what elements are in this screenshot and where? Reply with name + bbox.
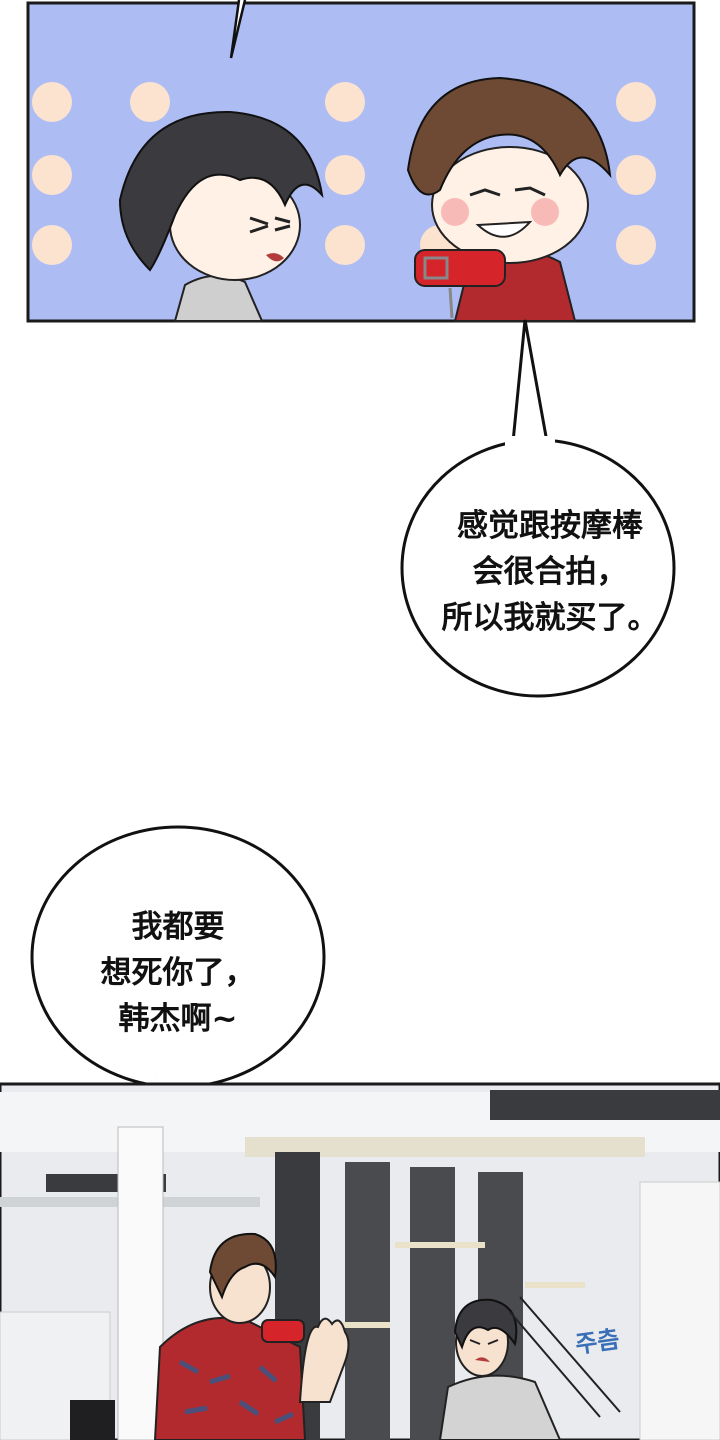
speech-bubble-1-text: 感觉跟按摩棒 会很合拍， 所以我就买了。 <box>441 508 659 636</box>
room-background <box>0 1090 720 1440</box>
left-character-chibi <box>118 110 324 322</box>
speech-bubble-2-text: 我都要 想死你了， 韩杰啊~ <box>100 909 256 1037</box>
red-collar <box>414 249 506 287</box>
top-panel <box>26 1 696 323</box>
speech-bubble-1 <box>400 319 676 698</box>
motion-lines <box>509 1296 621 1418</box>
sound-effect-text: 주츰 <box>573 1325 622 1359</box>
man-grey-shirt <box>438 1298 562 1440</box>
bottom-panel <box>0 1082 720 1440</box>
speech-tail-top <box>229 0 247 59</box>
right-character-chibi <box>406 76 612 322</box>
man-red-shirt <box>153 1232 350 1440</box>
red-collar-held <box>261 1319 305 1343</box>
